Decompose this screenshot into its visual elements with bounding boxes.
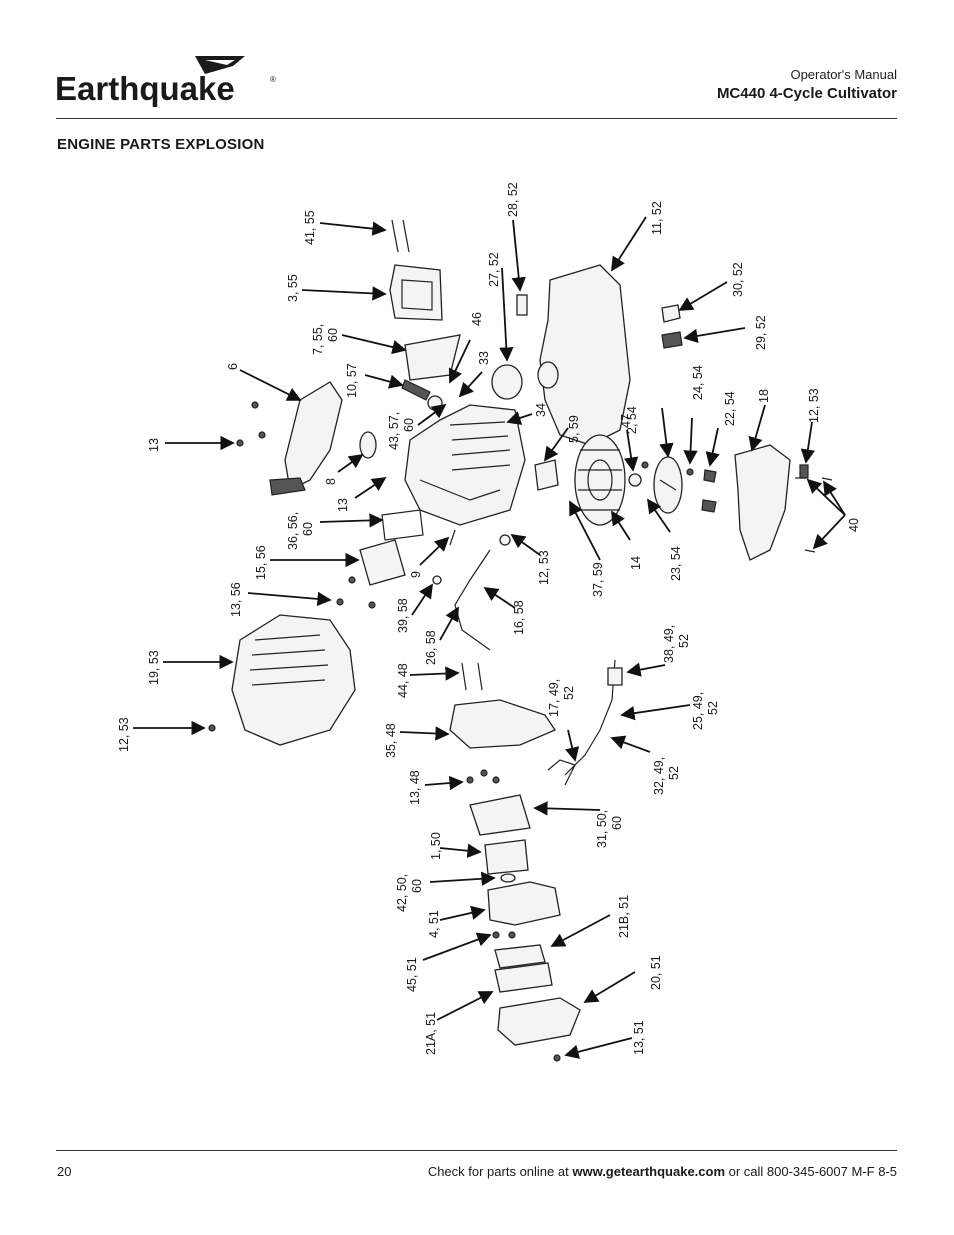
callout-label: 8 <box>324 478 338 485</box>
callout-label: 29, 52 <box>754 315 768 350</box>
callout-label: 6 <box>226 363 240 370</box>
callout-label: 52 <box>706 701 720 715</box>
callout-label: 7, 55, <box>311 324 325 355</box>
callout-label: 12, 53 <box>807 388 821 423</box>
callout-label: 30, 52 <box>731 262 745 297</box>
callout-label: 22, 54 <box>723 391 737 426</box>
callout-label: 21B, 51 <box>617 895 631 938</box>
callout-label: 19, 53 <box>147 650 161 685</box>
callout-label: 60 <box>410 879 424 893</box>
callout-label: 41, 55 <box>303 210 317 245</box>
registered-mark: ® <box>270 75 276 84</box>
callout-label: 27, 52 <box>487 252 501 287</box>
callout-label: 13 <box>336 498 350 512</box>
engine-parts-diagram: 41, 55 3, 55 7, 55, 60 6 10, 57 13 8 43,… <box>0 160 954 1110</box>
header-subtitle: Operator's Manual <box>790 67 897 82</box>
callout-label: 28, 52 <box>506 182 520 217</box>
footer-prefix: Check for parts online at <box>427 1164 573 1179</box>
parts-art <box>208 219 833 1062</box>
callout-label: 42, 50, <box>395 874 409 912</box>
callout-label: 18 <box>757 389 771 403</box>
brand-wordmark: Earthquake <box>55 70 235 107</box>
callout-label: 36, 56, <box>286 512 300 550</box>
callout-label: 39, 58 <box>396 598 410 633</box>
callout-label: 60 <box>402 418 416 432</box>
leader-arrows <box>133 216 846 1059</box>
footer-contact: Check for parts online at www.getearthqu… <box>428 1164 897 1179</box>
callout-label: 14 <box>629 556 643 570</box>
callout-label: 21A, 51 <box>424 1012 438 1055</box>
callout-label: 17, 49, <box>547 679 561 717</box>
callout-label: 5, 59 <box>567 415 581 443</box>
callout-label: 10, 57 <box>345 363 359 398</box>
document-header: Operator's Manual MC440 4-Cycle Cultivat… <box>717 66 897 104</box>
callout-label: 46 <box>470 312 484 326</box>
callout-label: 4, 51 <box>427 910 441 938</box>
callout-label: 43, 57, <box>387 412 401 450</box>
callout-label: 52 <box>562 686 576 700</box>
callout-label: 35, 48 <box>384 723 398 758</box>
callout-label: 32, 49, <box>652 757 666 795</box>
callout-label: 23, 54 <box>669 546 683 581</box>
section-title: ENGINE PARTS EXPLOSION <box>57 136 265 153</box>
callout-label: 13, 56 <box>229 582 243 617</box>
callout-label: 45, 51 <box>405 957 419 992</box>
callout-label: 60 <box>610 816 624 830</box>
footer-divider <box>56 1150 897 1151</box>
callout-label: 31, 50, <box>595 810 609 848</box>
callout-label: 34 <box>534 403 548 417</box>
callout-label: 60 <box>326 328 340 342</box>
callout-label: 40 <box>847 518 861 532</box>
callout-label: 52 <box>677 634 691 648</box>
callout-label: 12, 53 <box>117 717 131 752</box>
header-title: MC440 4-Cycle Cultivator <box>716 85 897 102</box>
callout-label: 44, 48 <box>396 663 410 698</box>
callout-label: 9 <box>409 571 423 578</box>
callout-label: 47 <box>619 414 633 428</box>
callout-label: 37, 59 <box>591 562 605 597</box>
callout-label: 1, 50 <box>429 832 443 860</box>
callout-label: 11, 52 <box>650 201 664 235</box>
callout-label: 60 <box>301 522 315 536</box>
callout-label: 26, 58 <box>424 630 438 665</box>
callout-label: 13, 51 <box>632 1020 646 1055</box>
callout-label: 13, 48 <box>408 770 422 805</box>
callout-labels: 41, 55 3, 55 7, 55, 60 6 10, 57 13 8 43,… <box>117 182 861 1055</box>
callout-label: 20, 51 <box>649 955 663 990</box>
callout-label: 33 <box>477 351 491 365</box>
callout-label: 38, 49, <box>662 625 676 663</box>
callout-label: 3, 55 <box>286 274 300 302</box>
callout-label: 15, 56 <box>254 545 268 580</box>
header-divider <box>56 118 897 119</box>
earthquake-logo: Earthquake ® <box>55 52 280 112</box>
callout-label: 16, 58 <box>512 600 526 635</box>
callout-label: 2, 54 <box>625 406 639 434</box>
callout-label: 12, 53 <box>537 550 551 585</box>
callout-label: 13 <box>147 438 161 452</box>
footer-suffix: or call 800-345-6007 M-F 8-5 <box>725 1164 897 1179</box>
callout-label: 52 <box>667 766 681 780</box>
callout-label: 24, 54 <box>691 365 705 400</box>
footer-url-link[interactable]: www.getearthquake.com <box>572 1164 726 1179</box>
page-number: 20 <box>57 1164 72 1179</box>
callout-label: 25, 49, <box>691 692 705 730</box>
